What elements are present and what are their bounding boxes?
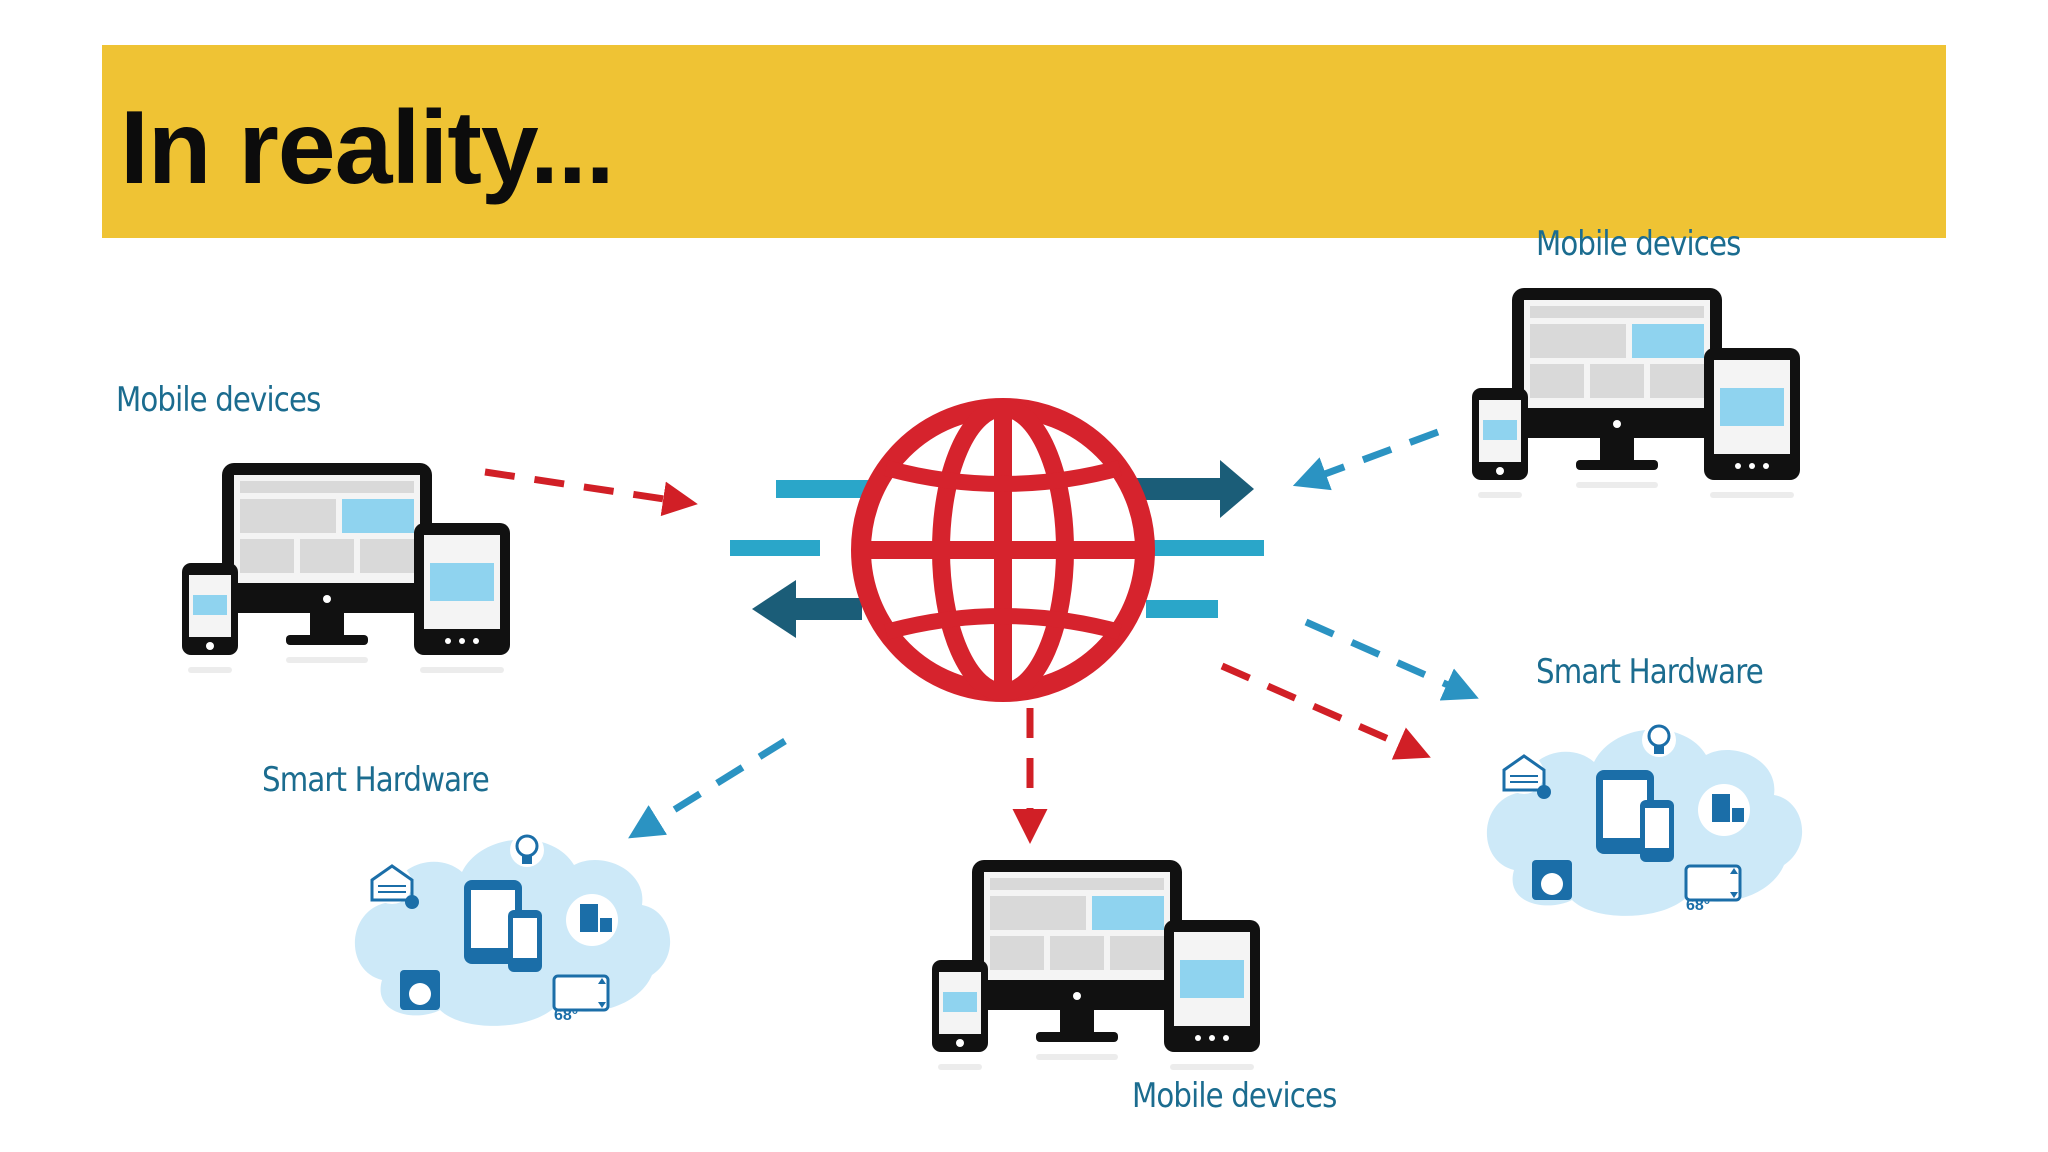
globe-hub xyxy=(730,398,1264,702)
responsive-devices-icon xyxy=(932,860,1260,1070)
label-left-mobile: Mobile devices xyxy=(116,380,321,420)
arrow-left-mobile-to-globe xyxy=(484,468,698,517)
data-streak xyxy=(1146,600,1218,618)
outgoing-arrow xyxy=(1130,478,1230,500)
data-streak xyxy=(1140,540,1264,556)
incoming-arrow xyxy=(792,598,862,620)
connection-arrows xyxy=(484,428,1479,844)
arrow-globe-to-left-hardware xyxy=(628,738,787,839)
responsive-devices-icon xyxy=(182,463,510,673)
incoming-arrow-head xyxy=(752,580,796,638)
label-left-hardware: Smart Hardware xyxy=(262,760,490,800)
data-streak xyxy=(776,480,872,498)
slide-title: In reality... xyxy=(120,90,615,206)
smart-hardware-cloud-icon xyxy=(1485,721,1804,918)
arrow-globe-to-right-hardware-blue xyxy=(1304,618,1479,701)
thermostat-reading: 68° xyxy=(1686,897,1710,914)
label-right-hardware: Smart Hardware xyxy=(1536,652,1764,692)
arrow-top-right-mobile-to-globe xyxy=(1292,428,1440,491)
arrow-globe-to-right-hardware-red xyxy=(1220,662,1431,760)
data-streak xyxy=(730,540,820,556)
label-bottom-mobile: Mobile devices xyxy=(1132,1076,1337,1116)
smart-hardware-cloud-icon xyxy=(353,831,672,1028)
title-bar xyxy=(102,45,1946,238)
outgoing-arrow-head xyxy=(1220,460,1254,518)
data-streak xyxy=(808,540,820,556)
globe-icon xyxy=(851,398,1155,702)
label-top-right-mobile: Mobile devices xyxy=(1536,224,1741,264)
thermostat-reading: 68° xyxy=(554,1007,578,1024)
responsive-devices-icon xyxy=(1472,288,1800,498)
